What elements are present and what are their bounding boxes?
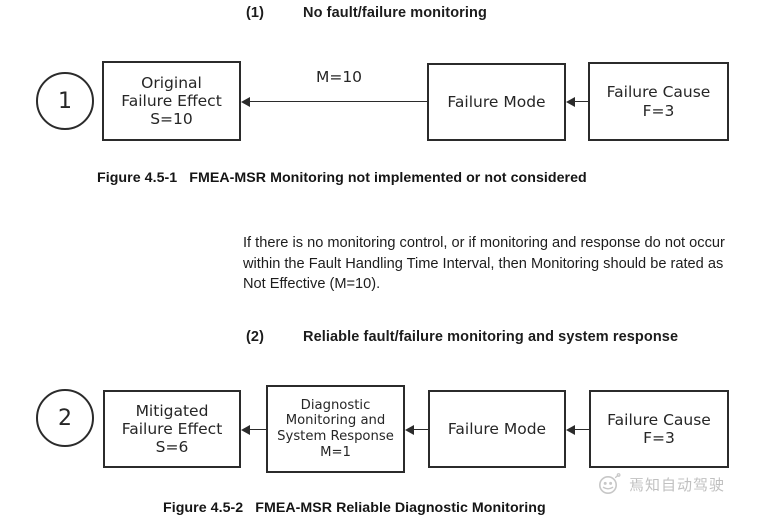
arrow-line-mode-to-effect <box>250 101 427 102</box>
arrow-head-mode-to-monitoring <box>405 424 414 435</box>
node-line: Failure Mode <box>447 92 546 111</box>
node-mitigated-failure-effect: Mitigated Failure Effect S=6 <box>103 390 241 468</box>
section-2-number: (2) <box>246 329 265 345</box>
brand-logo-icon <box>596 473 622 495</box>
node-failure-mode: Failure Mode <box>427 63 566 141</box>
node-line: Monitoring and <box>285 413 386 429</box>
node-line: Failure Effect <box>121 419 223 438</box>
arrow-head-mode-to-effect <box>241 96 250 107</box>
diagram-1-index-circle: 1 <box>36 72 94 130</box>
watermark: 焉知自动驾驶 <box>596 473 725 495</box>
arrow-head-cause-to-mode <box>566 424 575 435</box>
diagram-2: 2 Mitigated Failure Effect S=6 Diagnosti… <box>0 365 761 480</box>
node-line: Mitigated <box>135 401 209 420</box>
section-1-number: (1) <box>246 5 265 21</box>
figure-2-caption: Figure 4.5-2 FMEA-MSR Reliable Diagnostic… <box>163 500 546 516</box>
arrow-line-cause-to-mode <box>575 101 589 102</box>
arrow-line-cause-to-mode <box>575 429 589 430</box>
diagram-1-index-label: 1 <box>58 88 72 114</box>
node-line: Failure Cause <box>607 410 711 429</box>
node-line: Failure Mode <box>447 419 547 438</box>
diagram-2-index-circle: 2 <box>36 389 94 447</box>
figure-1-caption-number: Figure 4.5-1 <box>97 170 178 186</box>
node-line: F=3 <box>643 429 675 447</box>
diagram-2-index-label: 2 <box>58 405 72 431</box>
figure-1-caption-title: FMEA-MSR Monitoring not implemented or n… <box>189 170 587 186</box>
section-2-title: Reliable fault/failure monitoring and sy… <box>303 329 679 345</box>
node-line: F=3 <box>642 101 675 120</box>
figure-2-caption-title: FMEA-MSR Reliable Diagnostic Monitoring <box>255 500 546 516</box>
node-line: Failure Effect <box>121 91 222 110</box>
arrow-head-monitoring-to-effect <box>241 424 250 435</box>
explanatory-paragraph: If there is no monitoring control, or if… <box>243 235 725 292</box>
arrow-label-monitoring-rating: M=10 <box>315 68 363 86</box>
arrow-line-monitoring-to-effect <box>250 429 267 430</box>
arrow-line-mode-to-monitoring <box>414 429 428 430</box>
node-failure-cause: Failure Cause F=3 <box>589 390 729 468</box>
node-line: S=10 <box>150 110 193 129</box>
node-line: Diagnostic <box>300 397 371 413</box>
figure-1-caption: Figure 4.5-1 FMEA-MSR Monitoring not impl… <box>97 170 587 186</box>
node-failure-cause: Failure Cause F=3 <box>588 62 729 141</box>
node-diagnostic-monitoring: Diagnostic Monitoring and System Respons… <box>266 385 405 473</box>
node-original-failure-effect: Original Failure Effect S=10 <box>102 61 241 141</box>
node-line: System Response <box>277 429 394 444</box>
node-line: Original <box>141 73 202 92</box>
node-line: S=6 <box>155 438 189 457</box>
node-line: M=1 <box>320 444 351 460</box>
node-line: Failure Cause <box>606 83 711 102</box>
diagram-1: 1 Original Failure Effect S=10 M=10 Fail… <box>0 0 761 160</box>
watermark-text: 焉知自动驾驶 <box>629 475 726 494</box>
node-failure-mode: Failure Mode <box>428 390 566 468</box>
figure-2-caption-number: Figure 4.5-2 <box>163 500 244 516</box>
section-1-title: No fault/failure monitoring <box>303 5 487 21</box>
arrow-head-cause-to-mode <box>566 96 575 107</box>
